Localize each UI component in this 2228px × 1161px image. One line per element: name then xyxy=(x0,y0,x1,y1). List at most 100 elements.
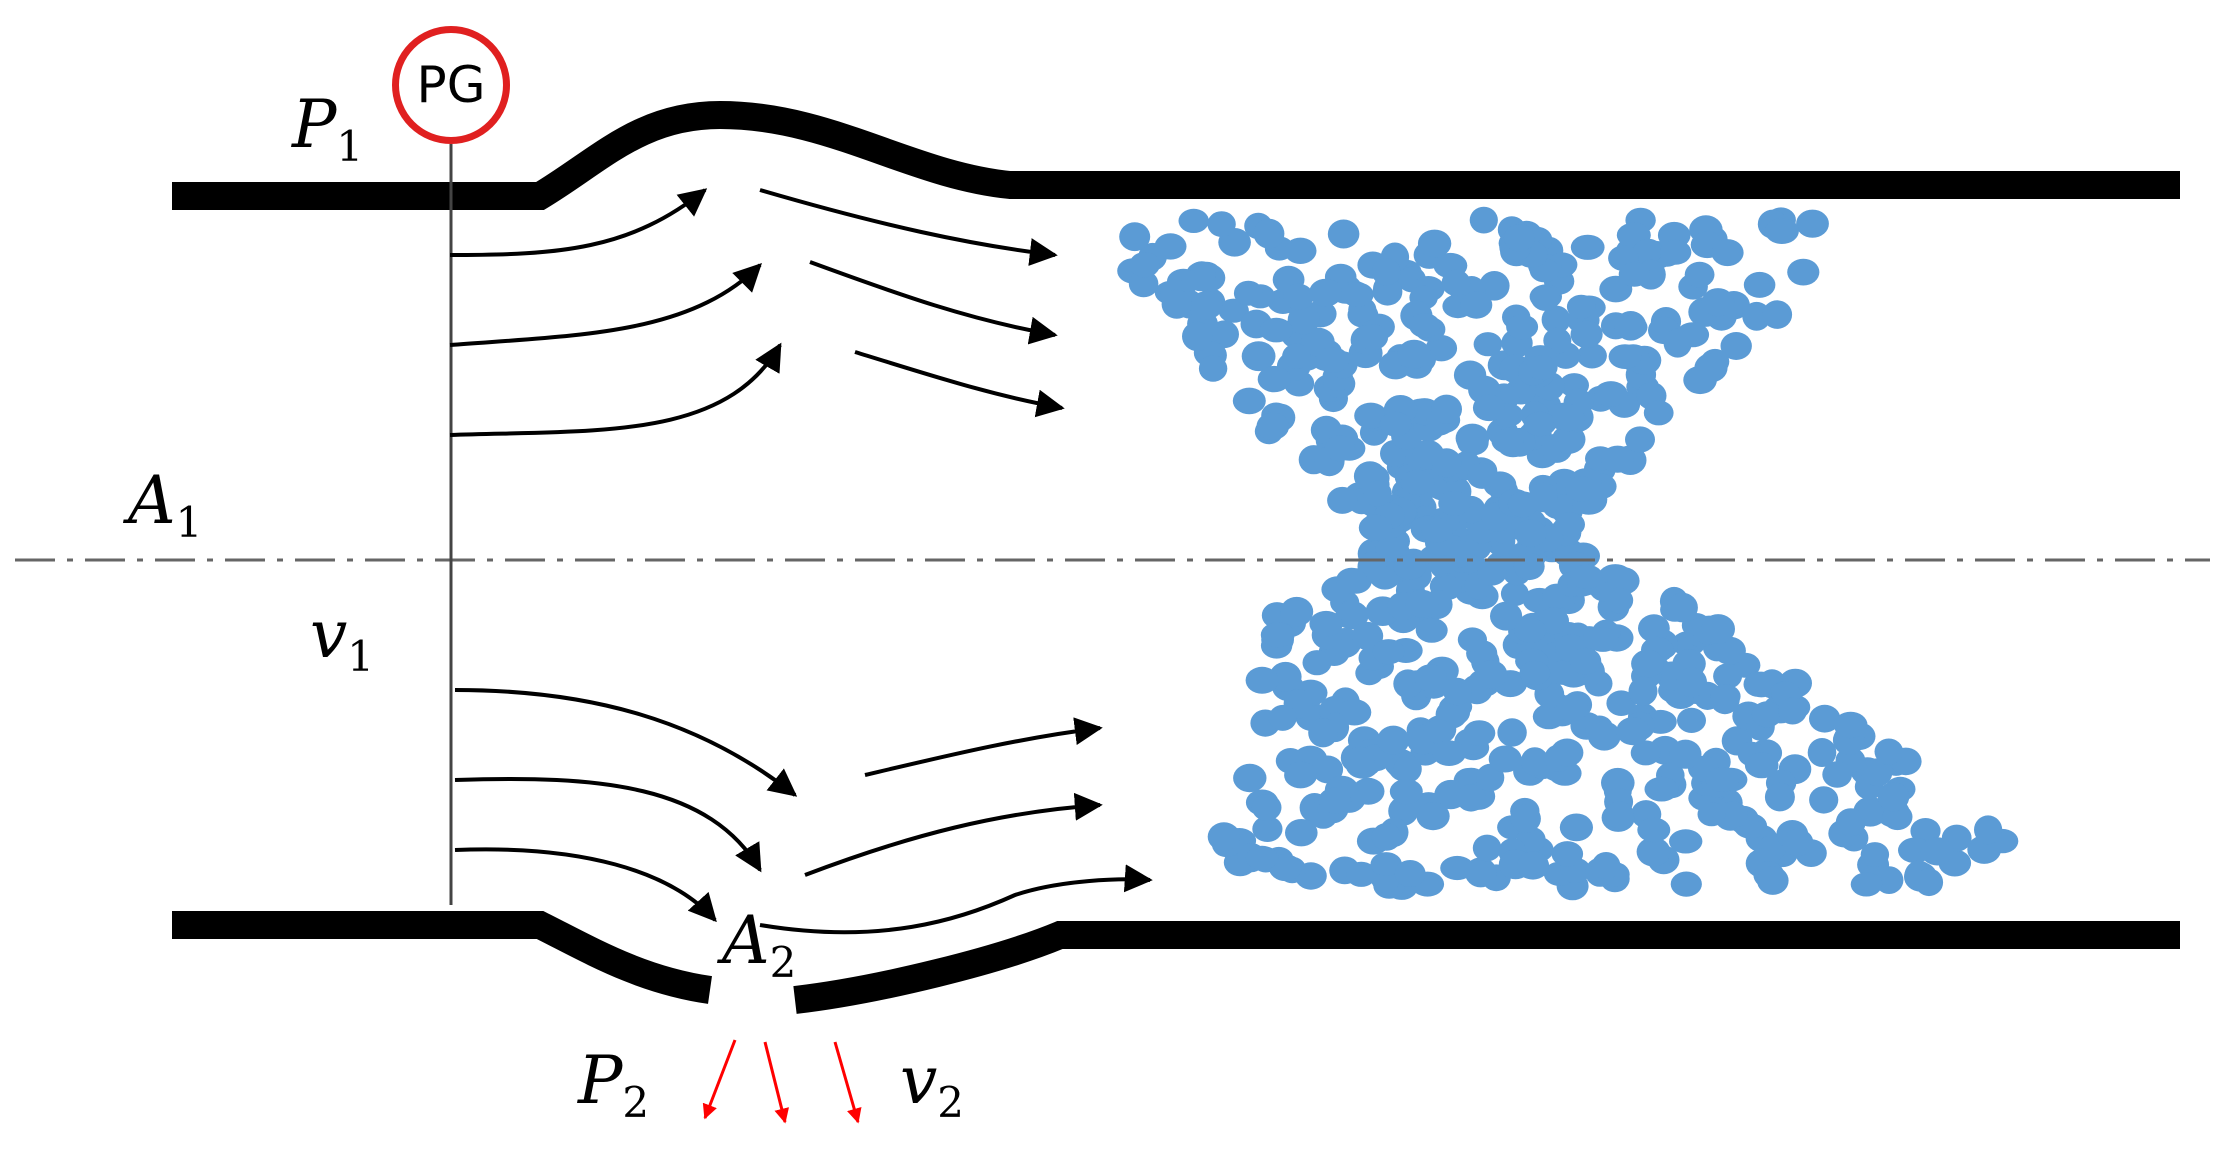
particle xyxy=(1782,828,1814,857)
particle xyxy=(1189,291,1223,320)
label-a2-main: A xyxy=(722,902,770,979)
particle xyxy=(1548,660,1579,685)
particle xyxy=(1467,462,1498,489)
particle xyxy=(1863,758,1893,787)
particle xyxy=(1565,476,1597,502)
particle xyxy=(1178,208,1209,233)
particle xyxy=(1510,804,1541,833)
particle xyxy=(1316,347,1350,373)
particle xyxy=(1423,719,1454,744)
particle xyxy=(1764,782,1795,812)
particle xyxy=(1283,283,1314,310)
particle xyxy=(1472,394,1506,422)
particle xyxy=(1363,480,1392,507)
particle xyxy=(1287,305,1320,335)
particle xyxy=(1285,819,1318,847)
label-v1-main: v xyxy=(310,596,348,673)
particle xyxy=(1746,671,1777,698)
particle xyxy=(1207,211,1236,238)
particle xyxy=(1556,694,1588,722)
particle xyxy=(1541,305,1571,334)
particle xyxy=(1473,332,1503,357)
particle xyxy=(1431,394,1462,424)
particle xyxy=(1379,411,1412,437)
particle xyxy=(1587,721,1621,751)
pressure-gauge-icon: PG xyxy=(392,26,510,144)
particle xyxy=(1711,239,1744,267)
particle xyxy=(1710,684,1740,715)
particle xyxy=(1631,649,1664,678)
flow-arrow xyxy=(759,864,1153,935)
particle xyxy=(1357,324,1389,351)
particle xyxy=(1552,404,1585,432)
label-p1: P1 xyxy=(292,92,363,168)
particle xyxy=(1393,755,1422,783)
particle xyxy=(1594,381,1628,407)
label-v1: v1 xyxy=(310,602,374,678)
particle xyxy=(1345,746,1375,775)
particle xyxy=(1751,701,1783,728)
particle xyxy=(1198,355,1228,382)
flow-arrow xyxy=(454,847,717,923)
particle xyxy=(1309,610,1343,637)
particle xyxy=(1251,794,1282,821)
particle xyxy=(1421,518,1453,543)
particle xyxy=(1551,841,1584,867)
particle xyxy=(1488,745,1522,773)
particle xyxy=(1414,664,1448,692)
flow-arrow xyxy=(449,263,762,347)
particle xyxy=(1551,424,1586,454)
particle xyxy=(1559,813,1593,842)
particle xyxy=(1701,288,1735,317)
particle xyxy=(1476,560,1507,586)
particle xyxy=(1457,627,1487,652)
particle xyxy=(1670,871,1702,897)
particle xyxy=(1778,697,1807,725)
particle xyxy=(1455,423,1490,453)
particle xyxy=(1284,237,1317,264)
particle xyxy=(1346,861,1377,887)
suction-arrow xyxy=(833,1041,862,1124)
particle xyxy=(1119,222,1151,252)
label-a1-sub: 1 xyxy=(175,498,203,547)
particle xyxy=(1416,802,1450,831)
particle xyxy=(1914,868,1944,897)
particle xyxy=(1713,636,1746,665)
particle xyxy=(1628,676,1658,706)
particle xyxy=(1260,622,1295,648)
particle-cloud xyxy=(1117,206,2019,901)
particle xyxy=(1659,239,1692,265)
particle xyxy=(1397,339,1431,369)
label-v2: v2 xyxy=(900,1048,964,1124)
particle xyxy=(1352,777,1385,805)
particle xyxy=(1577,343,1607,369)
particle xyxy=(1370,852,1402,877)
upper-pipe-wall xyxy=(172,100,2180,210)
particle xyxy=(1490,601,1523,631)
particle xyxy=(1503,224,1535,252)
particle xyxy=(1608,344,1642,369)
particle xyxy=(1528,482,1558,513)
particle xyxy=(1526,355,1558,380)
particle xyxy=(1684,261,1715,288)
particle xyxy=(1417,229,1452,258)
particle xyxy=(1327,486,1358,514)
particle xyxy=(1604,801,1634,829)
particle xyxy=(1394,860,1426,887)
particle xyxy=(1460,291,1493,319)
flow-arrow xyxy=(864,717,1103,777)
particle xyxy=(1569,647,1602,675)
particle xyxy=(1877,782,1910,812)
particle xyxy=(1636,837,1671,867)
particle xyxy=(1570,564,1604,589)
particle xyxy=(1644,776,1679,802)
particle xyxy=(1604,587,1634,614)
particle xyxy=(1835,808,1866,837)
particle xyxy=(1472,834,1502,862)
label-v2-main: v xyxy=(900,1042,938,1119)
label-a2-sub: 2 xyxy=(769,938,797,987)
label-p1-sub: 1 xyxy=(336,122,364,171)
particle xyxy=(1910,818,1941,844)
particle xyxy=(1850,872,1883,897)
